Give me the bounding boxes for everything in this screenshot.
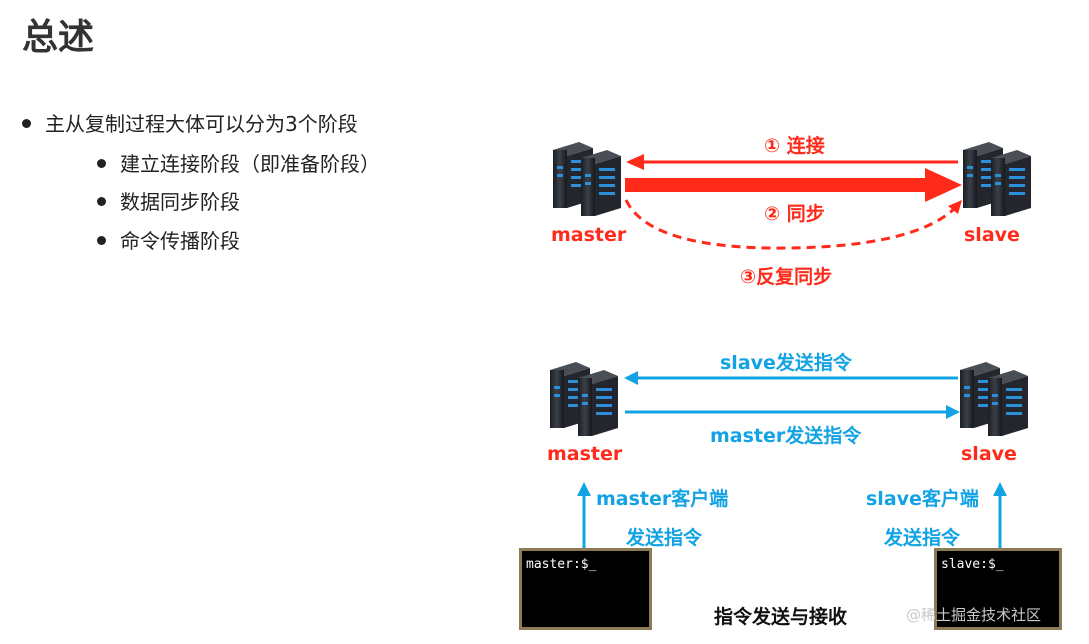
bullet-sub-text: 命令传播阶段 bbox=[120, 229, 240, 253]
sync-arrow-bar bbox=[625, 178, 925, 192]
connect-arrowhead-icon bbox=[626, 154, 644, 170]
bottom-slave-label: slave bbox=[961, 443, 1017, 465]
bullet-main: 主从复制过程大体可以分为3个阶段 bbox=[22, 108, 358, 137]
master-terminal[interactable]: master:$_ bbox=[519, 548, 652, 630]
bullet-dot bbox=[97, 236, 106, 245]
master-terminal-prompt: master:$_ bbox=[526, 557, 597, 572]
sync-arrowhead-icon bbox=[925, 168, 962, 202]
slave-cmd-arrowhead-icon bbox=[624, 371, 638, 385]
repeat-sync-curve bbox=[624, 199, 960, 250]
master-cmd-label: master发送指令 bbox=[710, 425, 862, 447]
bullet-sub-text: 数据同步阶段 bbox=[120, 190, 240, 214]
bullet-dot bbox=[97, 159, 106, 168]
slave-server-icon bbox=[960, 362, 1028, 436]
slave-server-icon bbox=[963, 142, 1031, 216]
master-server-icon bbox=[553, 142, 621, 216]
slave-cmd-label: slave发送指令 bbox=[720, 352, 852, 374]
step-connect-label: ① 连接 bbox=[764, 135, 825, 157]
step-sync-label: ② 同步 bbox=[764, 203, 825, 225]
master-client-arrowhead-icon bbox=[577, 482, 591, 496]
bottom-master-label: master bbox=[547, 443, 623, 465]
diagram-caption: 指令发送与接收 bbox=[714, 606, 848, 628]
bullet-sub-2: 数据同步阶段 bbox=[97, 186, 240, 215]
master-client-label: master客户端 bbox=[596, 488, 729, 510]
watermark: @稀土掘金技术社区 bbox=[906, 606, 1042, 624]
slave-client-sub-label: 发送指令 bbox=[884, 527, 961, 549]
slave-terminal-prompt: slave:$_ bbox=[941, 557, 1004, 572]
slave-client-arrowhead-icon bbox=[993, 482, 1007, 496]
step-repeat-sync-label: ③反复同步 bbox=[740, 266, 833, 288]
master-cmd-arrowhead-icon bbox=[946, 405, 960, 419]
master-server-icon bbox=[550, 362, 618, 436]
bullet-dot bbox=[22, 119, 31, 128]
bullet-sub-3: 命令传播阶段 bbox=[97, 225, 240, 254]
bullet-dot bbox=[97, 197, 106, 206]
page-title: 总述 bbox=[22, 17, 95, 58]
bullet-sub-text: 建立连接阶段（即准备阶段） bbox=[120, 152, 380, 176]
bullet-sub-1: 建立连接阶段（即准备阶段） bbox=[97, 148, 380, 177]
repeat-sync-arrowhead-icon bbox=[948, 200, 962, 214]
bullet-main-text: 主从复制过程大体可以分为3个阶段 bbox=[45, 112, 358, 136]
top-master-label: master bbox=[551, 224, 627, 246]
master-client-sub-label: 发送指令 bbox=[626, 527, 703, 549]
top-slave-label: slave bbox=[964, 224, 1020, 246]
slave-terminal[interactable]: slave:$_ bbox=[934, 548, 1062, 630]
slave-client-label: slave客户端 bbox=[866, 488, 979, 510]
